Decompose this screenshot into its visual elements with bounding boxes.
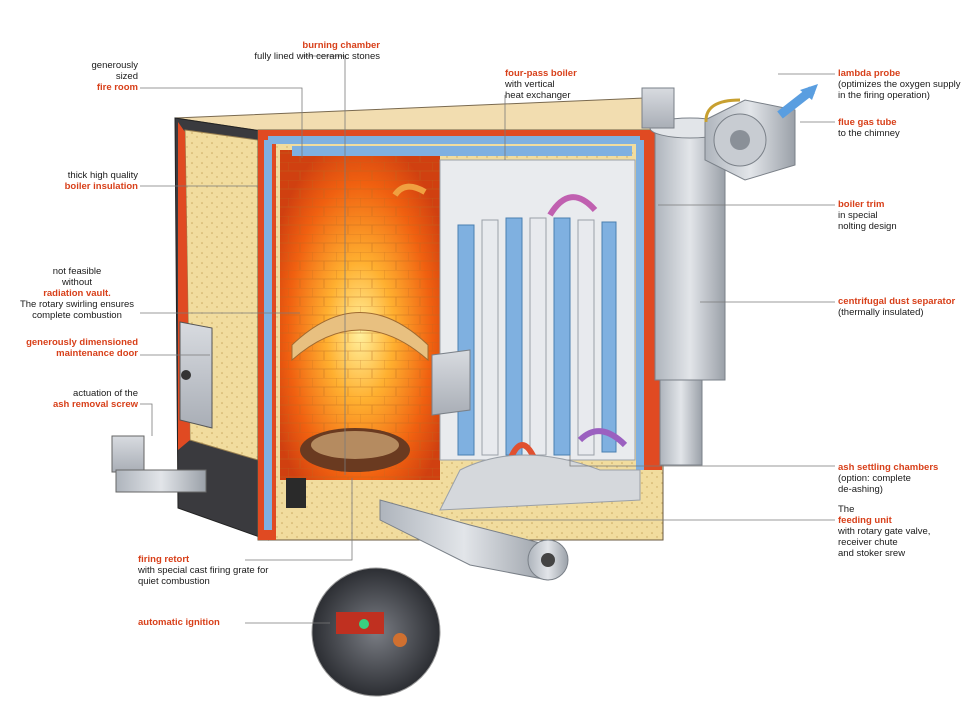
fuel-bed [311, 431, 399, 459]
flue-arrow-4 [577, 428, 628, 448]
four-pass-title: four-pass boiler [505, 68, 577, 79]
burning-chamber-desc: fully lined with ceramic stones [254, 51, 380, 62]
insulation-pre: thick high quality [67, 170, 138, 181]
frame-front-top [258, 130, 663, 140]
radiation-pre-2: without [61, 277, 93, 288]
ignition-title: automatic ignition [138, 617, 220, 628]
insulation-title: boiler insulation [64, 181, 138, 192]
label-fire-room: generously sized fire room [20, 60, 138, 93]
label-boiler-trim: boiler trim in special nolting design [838, 199, 966, 232]
radiation-desc-1: The rotary swirling ensures [19, 299, 135, 310]
maintenance-door [179, 321, 213, 429]
label-burning-chamber: burning chamber fully lined with ceramic… [180, 40, 380, 62]
label-four-pass-boiler: four-pass boiler with vertical heat exch… [505, 68, 635, 101]
door-title-1: generously dimensioned [26, 337, 138, 348]
ignition-light [359, 619, 369, 629]
water-jacket [264, 136, 644, 530]
ash-chambers-title: ash settling chambers [838, 462, 939, 473]
ash-screw-title: ash removal screw [52, 399, 138, 410]
feeding-title: feeding unit [838, 515, 892, 526]
feeding-desc-2: receiver chute [838, 537, 898, 548]
burner-throat [431, 349, 471, 416]
label-firing-retort: firing retort with special cast firing g… [138, 554, 308, 587]
flue-hub [730, 130, 750, 150]
retort-desc-2: quiet combustion [138, 576, 210, 587]
fan-motor [641, 87, 675, 129]
ash-chambers-desc-1: (option: complete [838, 473, 911, 484]
feeding-pre: The [838, 504, 855, 515]
label-radiation-vault: not feasible without radiation vault. Th… [8, 266, 146, 321]
centrifugal-dust-separator [654, 129, 726, 381]
radiation-desc-2: complete combustion [32, 310, 122, 321]
dust-sep-title: centrifugal dust separator [838, 296, 956, 307]
label-maintenance-door: generously dimensioned maintenance door [8, 337, 138, 359]
label-ash-settling-chambers: ash settling chambers (option: complete … [838, 462, 966, 495]
leader-lines [140, 55, 835, 624]
ash-removal-screw [115, 469, 207, 493]
ignition-element [393, 633, 407, 647]
ash-chambers-desc-2: de-ashing) [838, 484, 883, 495]
boiler-trim-title: boiler trim [838, 199, 885, 210]
door-handle [181, 370, 191, 380]
feeding-desc-1: with rotary gate valve, [838, 526, 931, 537]
ash-settling-chamber [439, 454, 641, 511]
top-water-channel [292, 146, 632, 156]
flue-gas-title: flue gas tube [838, 117, 897, 128]
four-pass-desc-1: with vertical [505, 79, 555, 90]
boiler-trim-desc-2: nolting design [838, 221, 897, 232]
four-pass-desc-2: heat exchanger [505, 90, 571, 101]
radiation-vault [291, 312, 429, 362]
flue-gas-desc: to the chimney [838, 128, 900, 139]
radiation-pre-1: not feasible [52, 266, 102, 277]
label-ash-removal-screw: actuation of the ash removal screw [20, 388, 138, 410]
ash-screw-pre: actuation of the [73, 388, 138, 399]
retort-title: firing retort [138, 554, 190, 565]
label-feeding-unit: The feeding unit with rotary gate valve,… [838, 504, 966, 559]
lambda-desc-1: (optimizes the oxygen supply [838, 79, 961, 90]
separator-hopper [659, 379, 703, 466]
label-flue-gas-tube: flue gas tube to the chimney [838, 117, 966, 139]
burning-chamber-title: burning chamber [302, 40, 380, 51]
retort-opening [286, 478, 306, 508]
heat-exchanger-plates [457, 217, 617, 456]
label-automatic-ignition: automatic ignition [138, 617, 258, 628]
casing-top [174, 97, 661, 133]
fire-room-title: fire room [96, 82, 138, 93]
fire-room-pre-2: sized [115, 71, 138, 82]
label-boiler-insulation: thick high quality boiler insulation [20, 170, 138, 192]
dust-sep-desc: (thermally insulated) [838, 307, 924, 318]
fire-room-pre-1: generously [91, 60, 138, 71]
flue-arrow-1 [392, 183, 427, 197]
label-dust-separator: centrifugal dust separator (thermally in… [838, 296, 966, 318]
label-lambda-probe: lambda probe (optimizes the oxygen suppl… [838, 68, 966, 101]
lambda-desc-2: in the firing operation) [838, 90, 930, 101]
lambda-probe-pipe [704, 98, 741, 123]
stoker-hub [541, 553, 555, 567]
feeding-desc-3: and stoker srew [838, 548, 906, 559]
retort-desc-1: with special cast firing grate for [138, 565, 269, 576]
flue-arrow-2 [547, 194, 598, 217]
ash-screw-motor [111, 435, 145, 473]
lambda-title: lambda probe [838, 68, 901, 79]
door-title-2: maintenance door [56, 348, 138, 359]
radiation-title: radiation vault. [43, 288, 111, 299]
exhaust-arrow-head [800, 84, 818, 100]
boiler-trim-desc-1: in special [838, 210, 878, 221]
